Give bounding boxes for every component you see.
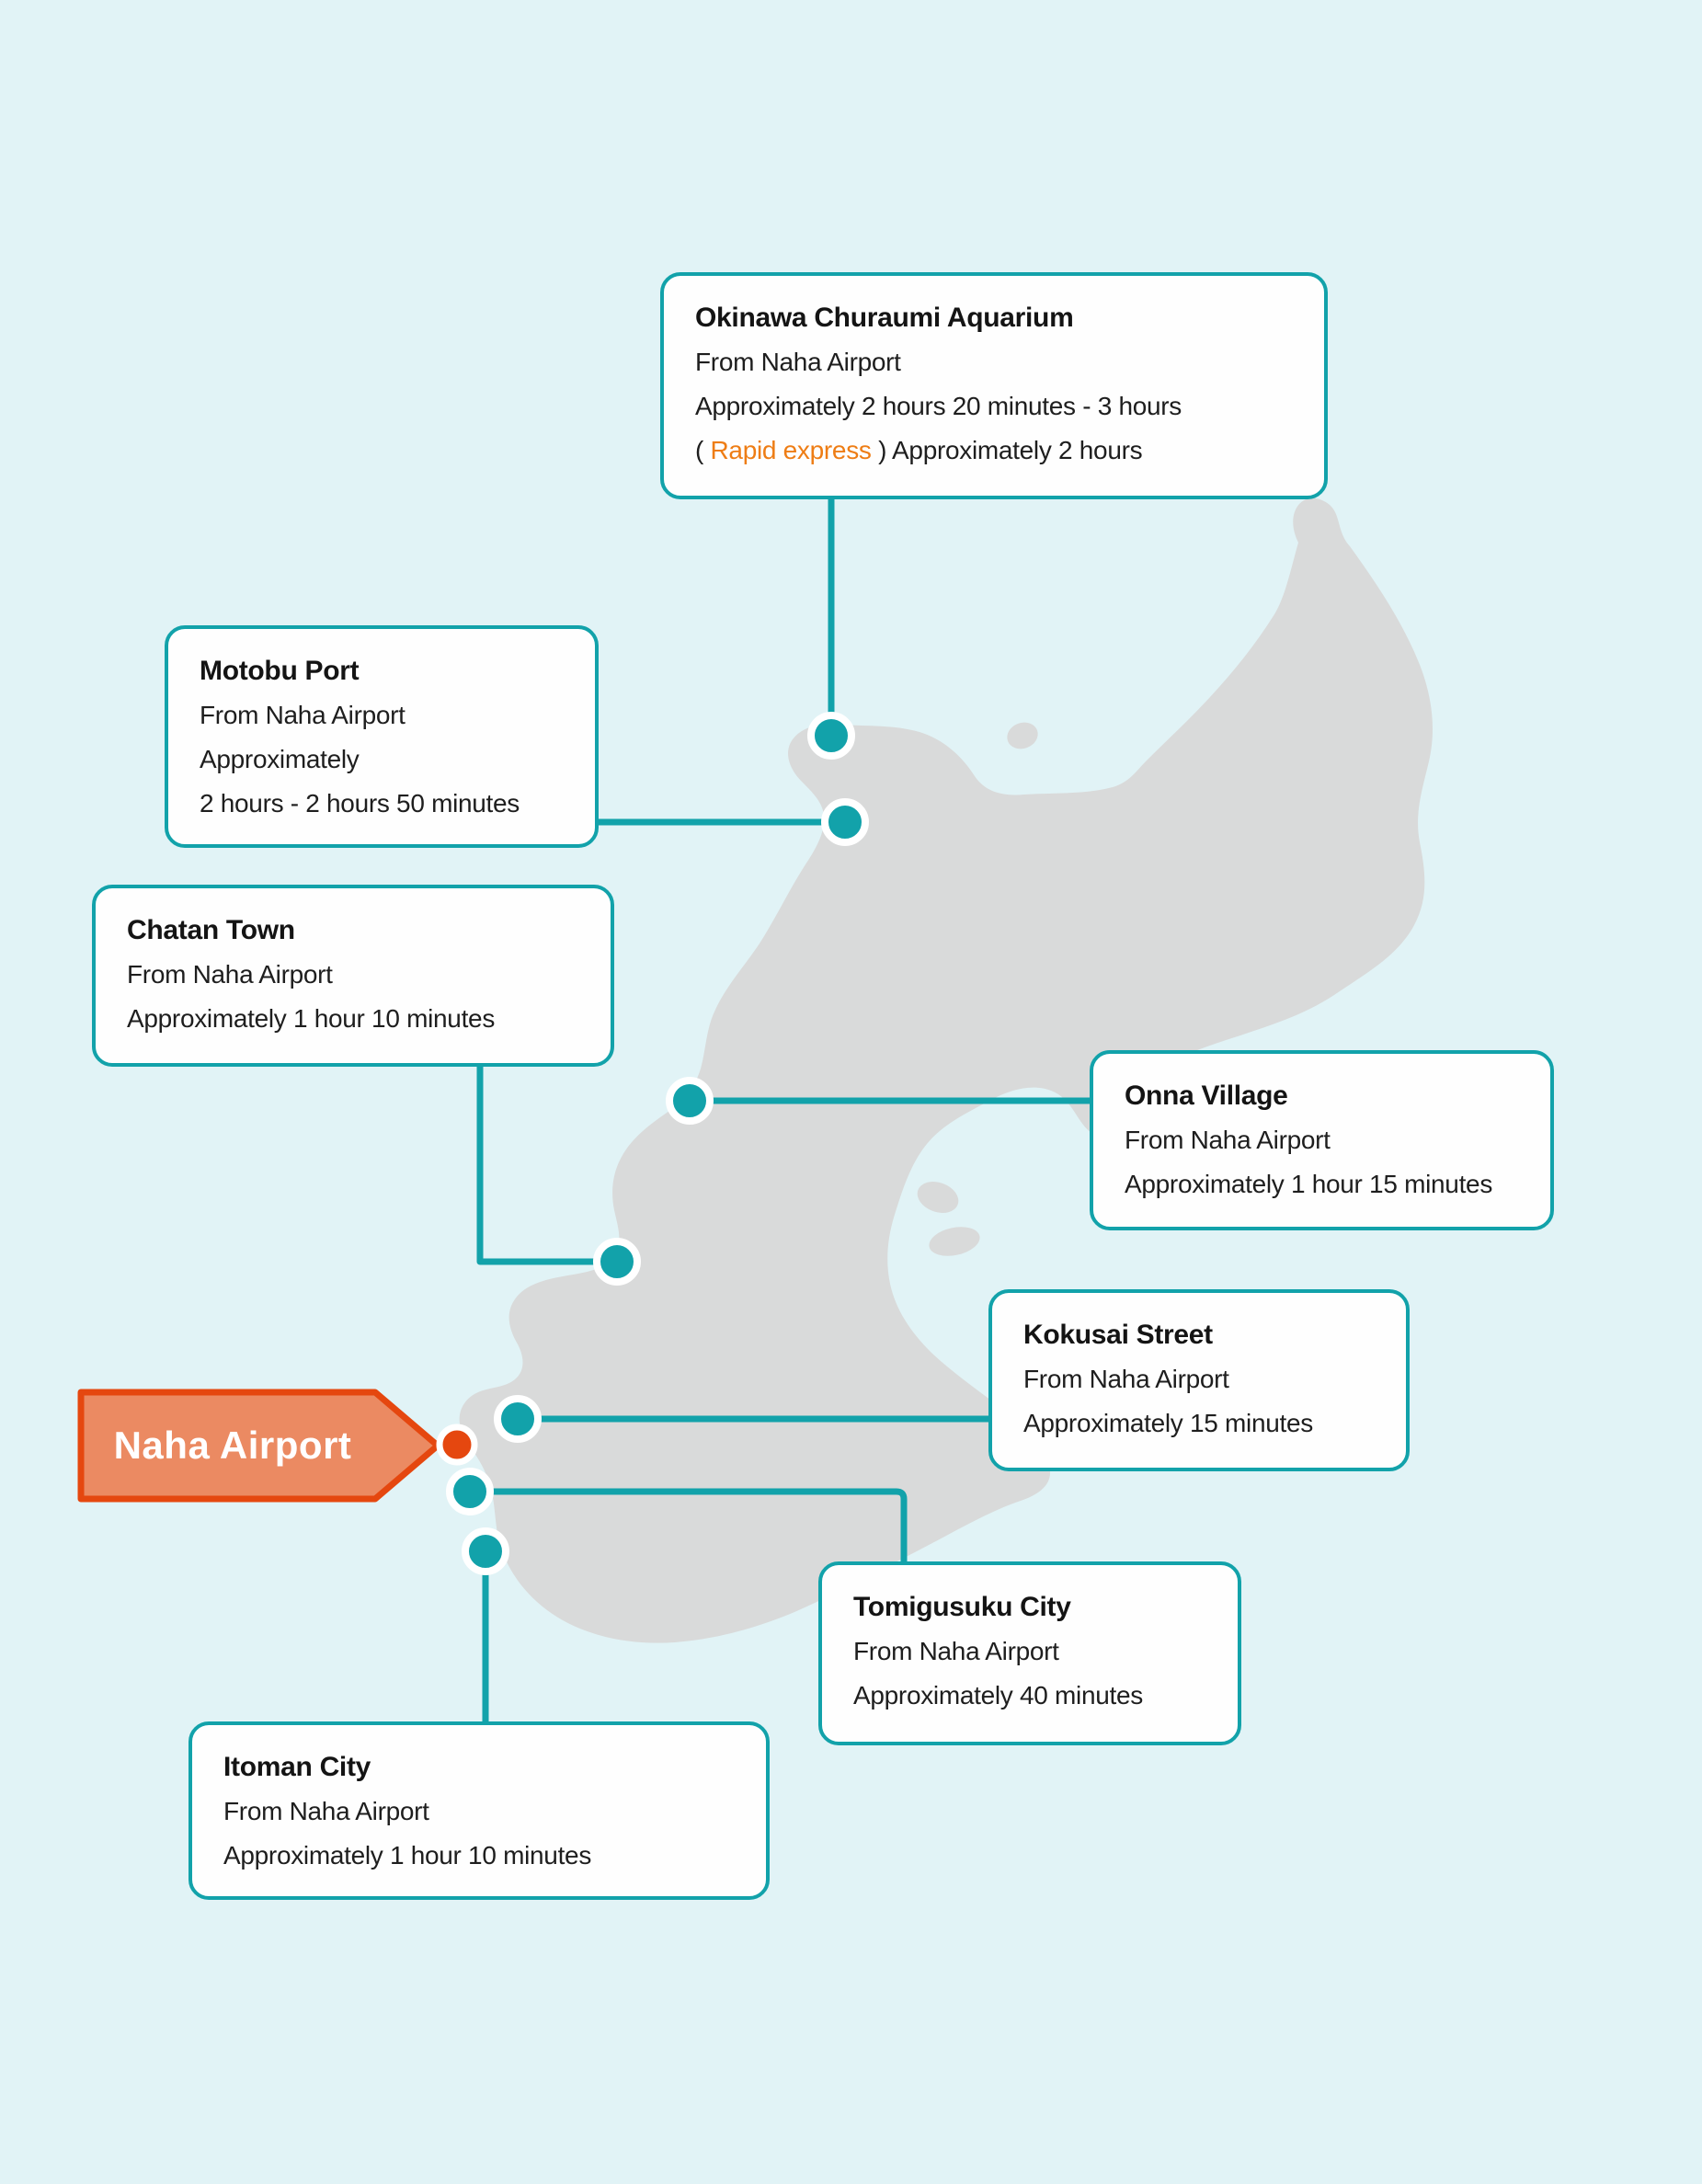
kokusai-marker-dot <box>494 1395 542 1443</box>
chatan-marker-dot <box>593 1238 641 1286</box>
motobu-marker-dot <box>821 798 869 846</box>
callout-tomigusuku-city: Tomigusuku City From Naha Airport Approx… <box>818 1561 1241 1745</box>
callout-kokusai-street: Kokusai Street From Naha Airport Approxi… <box>988 1289 1410 1471</box>
callout-title: Itoman City <box>223 1752 371 1782</box>
callout-line: From Naha Airport <box>200 701 406 729</box>
callout-title: Okinawa Churaumi Aquarium <box>695 303 1074 333</box>
callout-motobu-port: Motobu Port From Naha Airport Approximat… <box>165 625 599 848</box>
callout-line: From Naha Airport <box>127 960 333 989</box>
callout-line: From Naha Airport <box>853 1637 1059 1665</box>
connector-chatan <box>476 1065 617 1265</box>
churaumi-marker-dot <box>807 712 855 760</box>
naha-airport-label: Naha Airport <box>113 1424 352 1467</box>
callout-line: Approximately 15 minutes <box>1023 1409 1313 1437</box>
callout-line: From Naha Airport <box>223 1797 429 1825</box>
naha-airport-marker-dot <box>436 1424 478 1466</box>
callout-title: Chatan Town <box>127 915 295 945</box>
callout-itoman-city: Itoman City From Naha Airport Approximat… <box>188 1721 770 1900</box>
callout-line: Approximately 1 hour 10 minutes <box>223 1841 592 1870</box>
callout-line: Approximately <box>200 745 360 773</box>
accent-suffix: ) Approximately 2 hours <box>871 436 1143 464</box>
accent-prefix: ( <box>695 436 711 464</box>
callout-title: Motobu Port <box>200 656 360 686</box>
callout-title: Kokusai Street <box>1023 1320 1213 1350</box>
itoman-marker-dot <box>462 1527 509 1575</box>
small-island-ie <box>1007 722 1038 749</box>
small-island-2 <box>929 1227 980 1256</box>
callout-onna-village: Onna Village From Naha Airport Approxima… <box>1090 1050 1554 1230</box>
callout-line: Approximately 2 hours 20 minutes - 3 hou… <box>695 392 1182 420</box>
small-island-1 <box>917 1182 959 1213</box>
okinawa-island <box>459 497 1433 1643</box>
callout-line-rapid-express: ( Rapid express ) Approximately 2 hours <box>695 429 1293 473</box>
callout-line: Approximately 40 minutes <box>853 1681 1143 1709</box>
connector-tomigusuku <box>470 1488 908 1563</box>
tomigusuku-marker-dot <box>446 1468 494 1515</box>
naha-airport-arrow <box>77 1389 441 1503</box>
callout-line: Approximately 1 hour 15 minutes <box>1125 1170 1493 1198</box>
callout-title: Onna Village <box>1125 1081 1288 1111</box>
accent-text: Rapid express <box>710 436 872 464</box>
callout-line: From Naha Airport <box>695 348 901 376</box>
callout-line: 2 hours - 2 hours 50 minutes <box>200 789 520 818</box>
callout-churaumi-aquarium: Okinawa Churaumi Aquarium From Naha Airp… <box>660 272 1328 499</box>
callout-line: Approximately 1 hour 10 minutes <box>127 1004 496 1033</box>
callout-chatan-town: Chatan Town From Naha Airport Approximat… <box>92 885 614 1067</box>
callout-title: Tomigusuku City <box>853 1592 1071 1622</box>
callout-line: From Naha Airport <box>1125 1126 1331 1154</box>
onna-marker-dot <box>666 1077 714 1125</box>
callout-line: From Naha Airport <box>1023 1365 1229 1393</box>
